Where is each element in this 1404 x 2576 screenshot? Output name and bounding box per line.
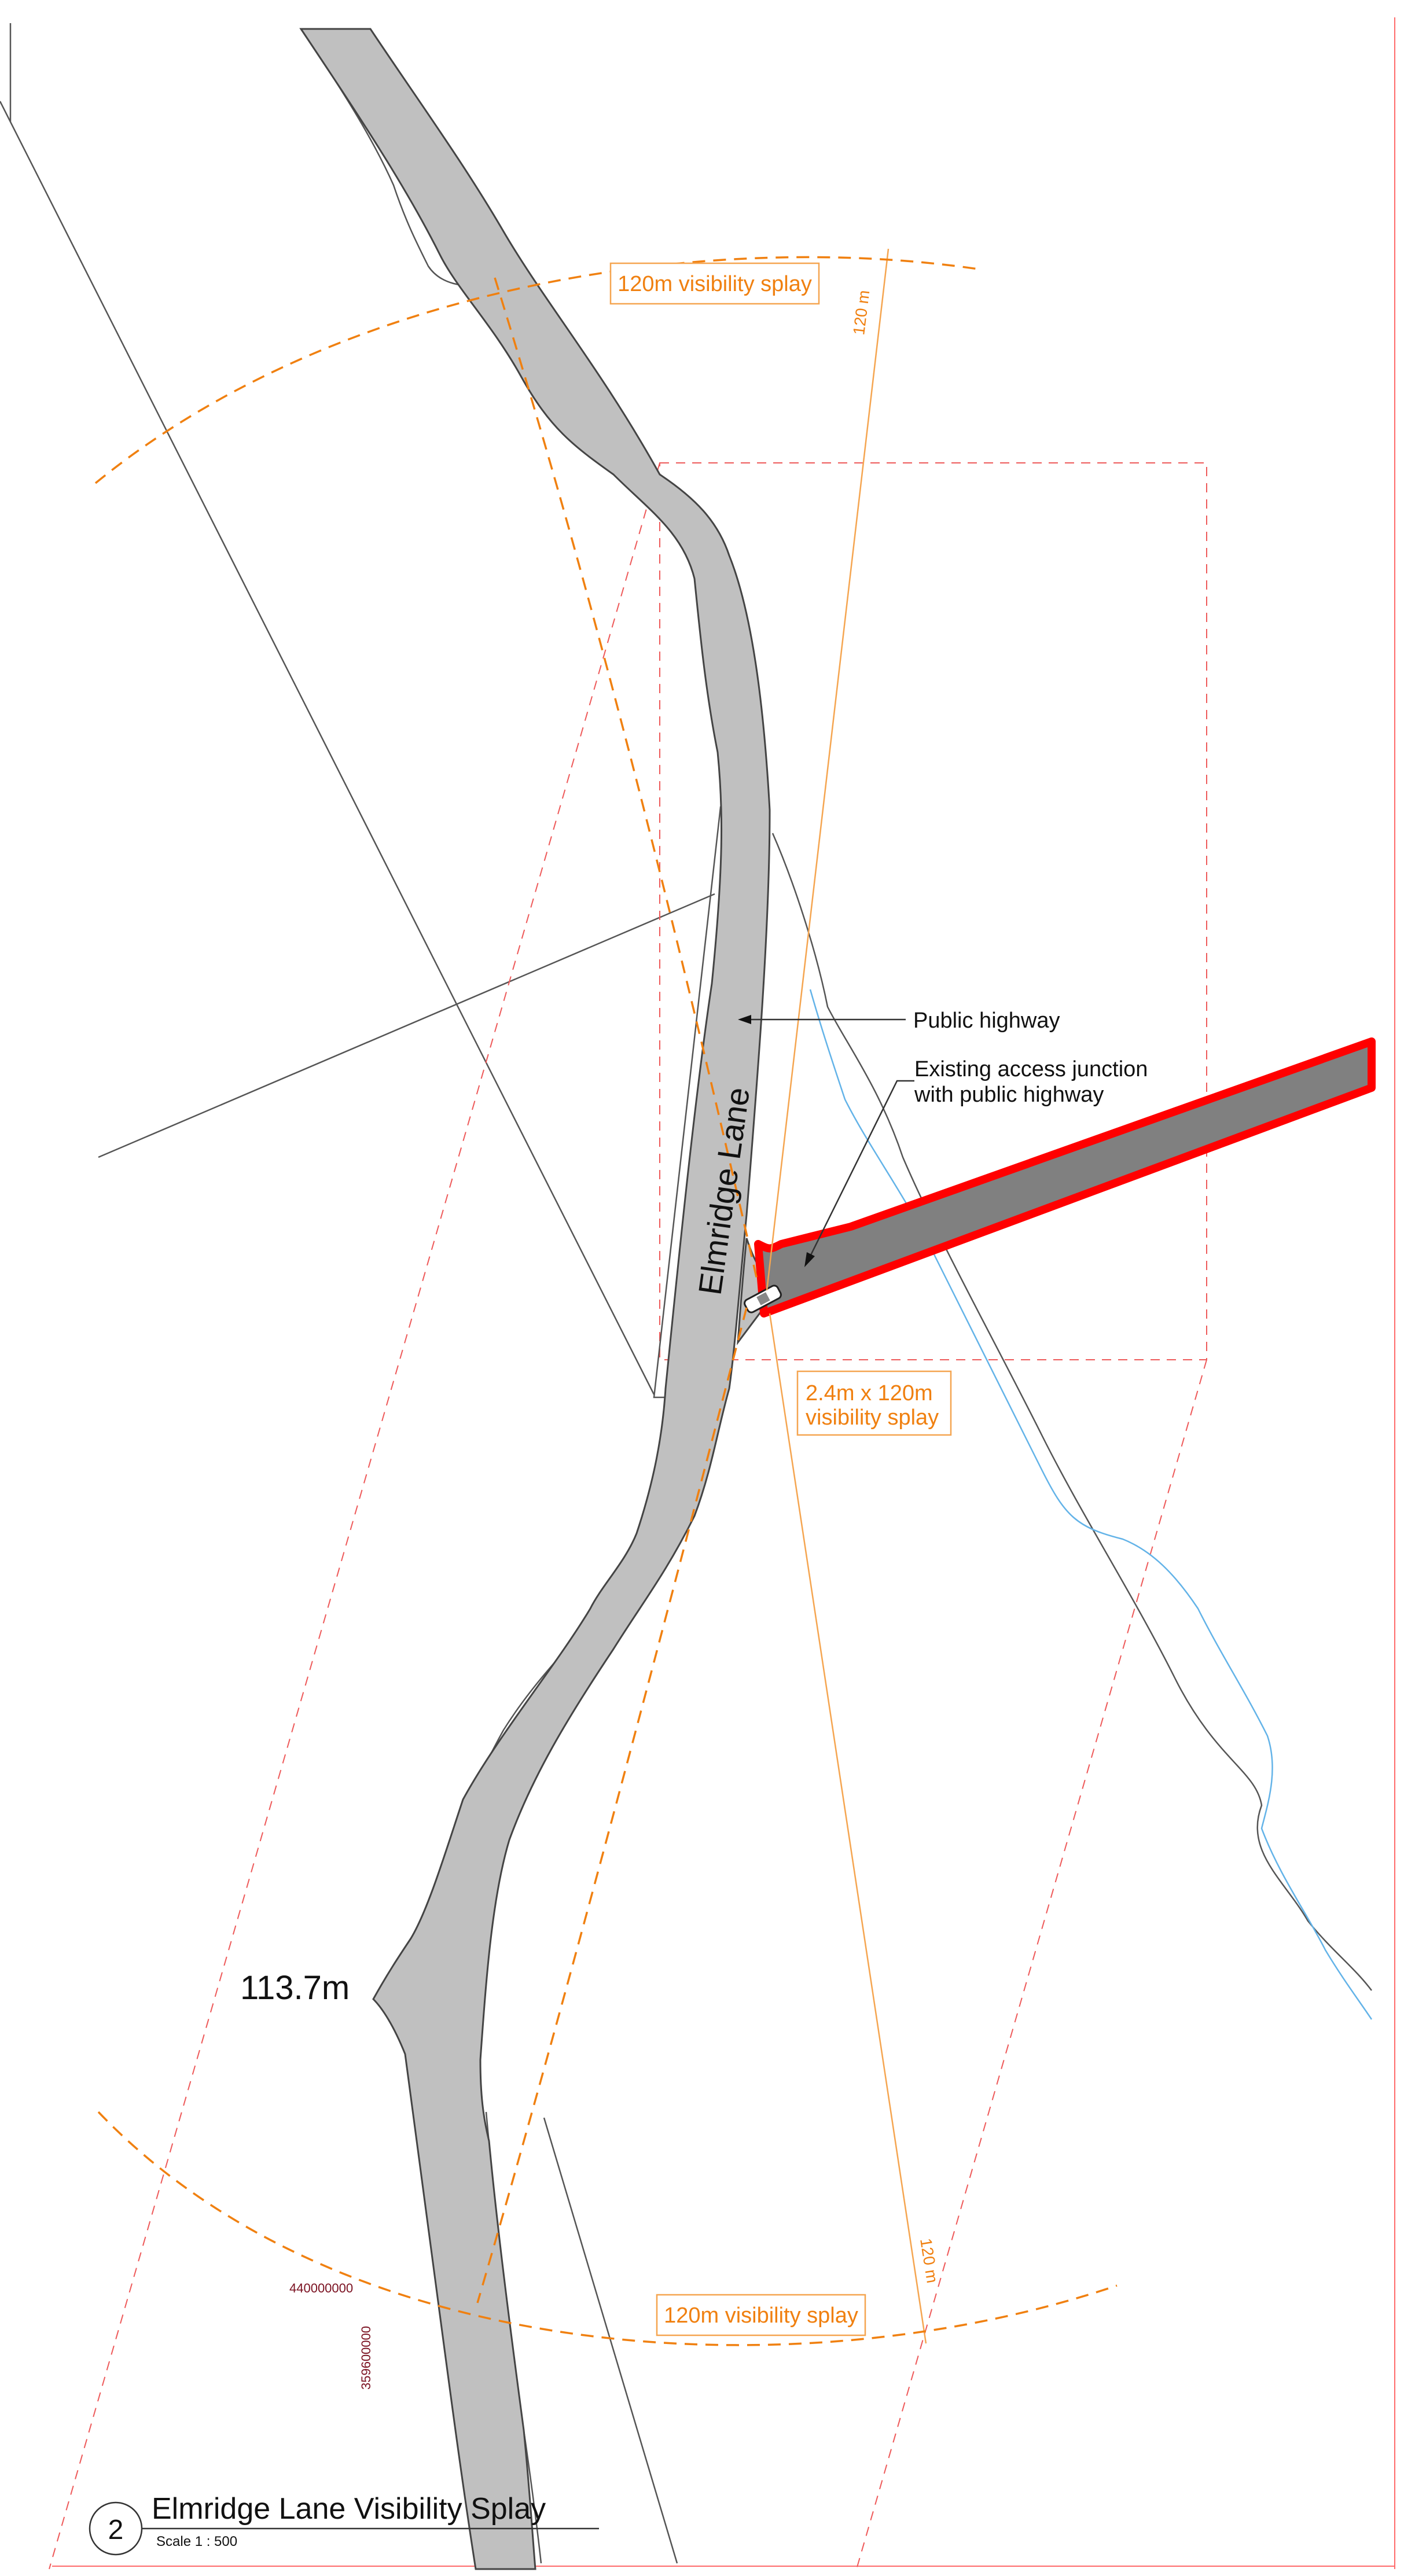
visibility-arc-south [97,2111,1118,2346]
splay-label-top-box [609,262,820,305]
splay-spec-line1: 2.4m x 120m [806,1381,933,1405]
visibility-arc-north [94,256,979,484]
coord-northing: 359600000 [359,2326,373,2390]
access-road-site-boundary [754,1037,1376,1318]
coord-easting: 440000000 [289,2281,353,2295]
construction-line-east [856,1359,1207,2570]
leader-arrow-public-highway [738,1015,751,1024]
public-highway-label: Public highway [913,1009,1060,1033]
east-verge-line [771,833,1372,1991]
splay-label-bottom: 120m visibility splay [664,2303,858,2328]
stream [809,989,1373,2020]
construction-line-west [49,462,660,2570]
car-icon [744,1285,782,1313]
view-number: 2 [108,2515,124,2545]
dim-text-top: 120 m [850,289,873,336]
access-junction-line2: with public highway [914,1083,1104,1107]
elmridge-lane-road [299,28,771,2570]
spot-level-label: 113.7m [240,1969,350,2007]
leader-arrow-access-junction [804,1252,815,1267]
drawing-scale: Scale 1 : 500 [156,2534,237,2549]
sight-line-south [476,1307,748,2303]
access-junction-line1: Existing access junction [914,1057,1148,1081]
splay-label-top: 120m visibility splay [618,272,812,296]
dim-line-bottom [769,1313,927,2344]
dim-text-bottom: 120 m [917,2237,942,2284]
field-boundary-west [98,893,715,1158]
splay-spec-box [796,1370,952,1436]
field-boundary-diagonal [0,101,655,1395]
drawing-title: Elmridge Lane Visibility Splay [152,2492,546,2526]
splay-spec-line2: visibility splay [806,1405,939,1430]
splay-label-bottom-box [656,2294,866,2336]
leader-access-junction [808,1080,914,1259]
dim-line-top [766,248,890,1291]
south-lane-edge-b [543,2117,678,2564]
